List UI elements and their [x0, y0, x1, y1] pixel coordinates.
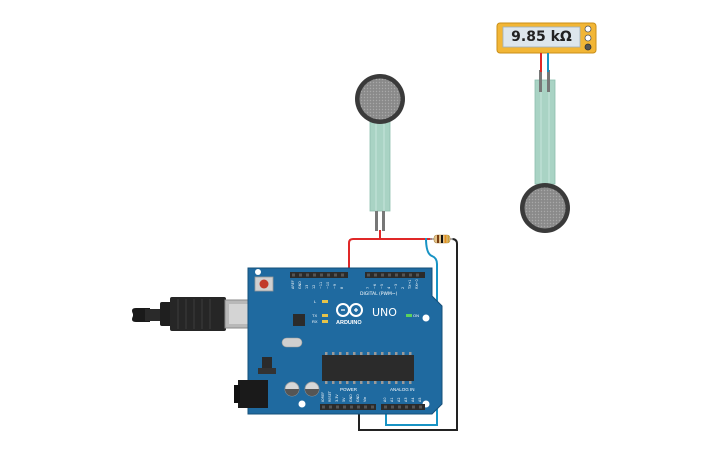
multimeter-reading: 9.85 kΩ [511, 29, 572, 45]
analog-pin-label-0: A0 [383, 398, 387, 402]
power-pin-label-6: Vin [363, 397, 367, 402]
digital-pin-label-0: AREF [291, 280, 295, 289]
multimeter[interactable] [496, 22, 597, 72]
digital-pin-label-11: 4 [387, 287, 391, 289]
analog-pin-label-5: A5 [418, 398, 422, 402]
digital-header-label: DIGITAL (PWM~) [360, 291, 398, 297]
analog-pin-label-2: A2 [397, 398, 401, 402]
meter-mode-knob-2[interactable] [584, 34, 592, 42]
force-sensor-2[interactable] [520, 70, 570, 233]
digital-pin-label-10: ~5 [380, 284, 384, 289]
digital-pin-label-12: ~3 [394, 284, 398, 289]
digital-pin-label-3: 12 [312, 285, 316, 289]
arduino-uno[interactable]: DIGITAL (PWM~) L TX RX ARDUINO UNO ON [234, 267, 443, 415]
rx-led-label: RX [312, 319, 318, 324]
arduino-logo: ARDUINO [336, 303, 363, 326]
analog-pin-label-3: A3 [404, 398, 408, 402]
digital-pin-label-2: 13 [305, 285, 309, 289]
digital-pin-label-13: 2 [401, 287, 405, 289]
wires [348, 230, 458, 431]
digital-pin-label-7: 8 [340, 287, 344, 289]
power-pin-label-3: 5V [342, 397, 346, 402]
black-wire[interactable] [358, 238, 458, 431]
board-model: UNO [372, 306, 397, 319]
analog-pin-label-1: A1 [390, 398, 394, 402]
power-pin-label-2: 3.3V [335, 394, 339, 402]
digital-pin-label-15: RX←0 [415, 279, 419, 289]
digital-pin-label-9: ~6 [373, 284, 377, 289]
digital-pin-label-4: ~11 [319, 282, 323, 289]
power-pin-label-1: RESET [328, 390, 332, 402]
meter-mode-knob-1[interactable] [584, 25, 592, 33]
red-wire[interactable] [348, 230, 381, 410]
arduino-logo-text: ARDUINO [336, 320, 362, 326]
meter-mode-knob-3[interactable] [584, 43, 592, 51]
on-led-label: ON [413, 313, 419, 318]
digital-pin-label-14: TX→1 [408, 280, 412, 290]
force-sensor-1[interactable] [355, 74, 405, 231]
power-pin-label-0: IOREF [321, 392, 325, 402]
power-header-label: POWER [340, 387, 358, 392]
analog-pin-label-4: A4 [411, 398, 415, 402]
power-pin-label-5: GND [356, 394, 360, 402]
tx-led-label: TX [312, 313, 317, 318]
digital-pin-label-6: ~9 [333, 284, 337, 289]
analog-header-label: ANALOG IN [390, 387, 415, 392]
resistor[interactable] [430, 234, 453, 244]
power-pin-label-4: GND [349, 394, 353, 402]
blue-wire[interactable] [385, 237, 438, 426]
digital-pin-label-5: ~10 [326, 282, 330, 289]
l-led-label: L [314, 299, 317, 304]
digital-pin-label-1: GND [298, 281, 302, 289]
digital-pin-label-8: 7 [366, 287, 370, 289]
